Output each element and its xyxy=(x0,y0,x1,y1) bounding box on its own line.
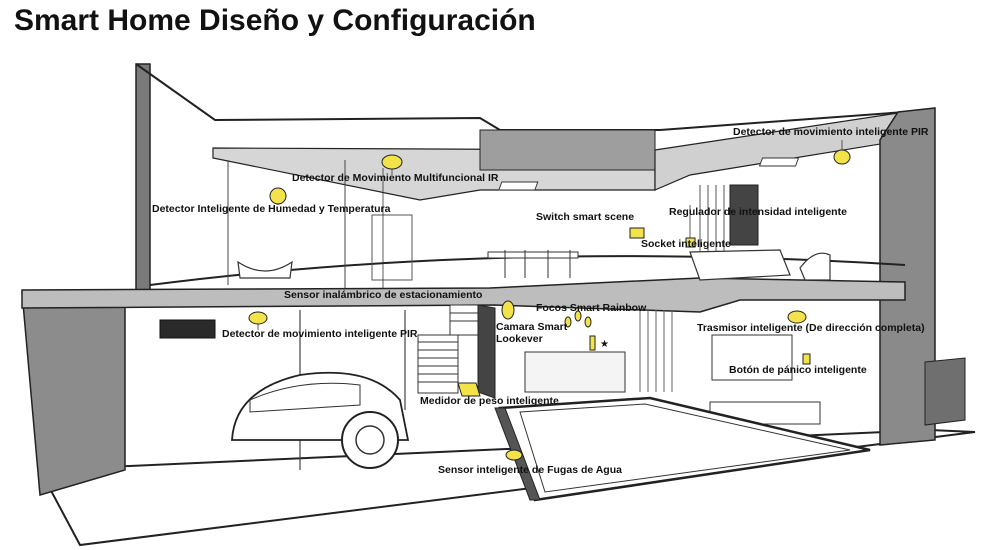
label-pir-top: Detector de movimiento inteligente PIR xyxy=(733,126,929,138)
dining-table xyxy=(487,251,579,259)
right-small-block xyxy=(924,357,966,426)
right-wall xyxy=(879,107,936,446)
ir-multi-sensor-icon xyxy=(381,154,403,170)
staircase xyxy=(417,304,481,394)
thermostat-icon xyxy=(589,335,596,351)
middle-floor-slab xyxy=(21,277,906,313)
tv-wall xyxy=(711,334,793,381)
water-leak-sensor-icon xyxy=(505,449,523,461)
pir-garage-sensor-icon xyxy=(248,311,268,325)
pool-inner xyxy=(519,403,851,493)
label-camera: Camara Smart Lookever xyxy=(496,321,568,345)
label-transmitter: Trasmisor inteligente (De dirección comp… xyxy=(697,322,925,334)
stair-dark-wall xyxy=(477,304,496,399)
label-rainbow-bulbs: Focos Smart Rainbow xyxy=(536,302,647,314)
switch-scene-icon xyxy=(629,227,645,239)
car-window xyxy=(249,382,361,413)
socket-icon xyxy=(685,237,696,248)
armchair xyxy=(799,252,831,281)
sofa xyxy=(689,249,791,281)
label-pir-garage: Detector de movimiento inteligente PIR xyxy=(222,328,418,340)
bathtub xyxy=(237,260,293,279)
roof-line xyxy=(135,63,906,131)
rainbow-bulb-3-icon xyxy=(584,316,592,328)
label-ir-multi: Detector de Movimiento Multifuncional IR xyxy=(292,172,499,184)
lower-slats xyxy=(639,310,673,392)
transmitter-icon xyxy=(787,310,807,324)
rainbow-bulb-2-icon xyxy=(574,310,582,322)
ceiling-panel-1 xyxy=(498,181,539,191)
weight-scale-icon xyxy=(457,382,481,397)
label-panic-button: Botón de pánico inteligente xyxy=(729,364,867,376)
humidity-sensor-icon xyxy=(269,187,287,205)
pir-top-sensor-icon xyxy=(833,149,851,165)
panic-button-icon xyxy=(802,353,811,365)
left-back-wall xyxy=(135,63,151,291)
label-humidity-temp: Detector Inteligente de Humedad y Temper… xyxy=(152,203,391,215)
right-ceiling xyxy=(654,111,906,191)
garage-dark-panel xyxy=(159,319,216,339)
label-switch-scene: Switch smart scene xyxy=(536,211,635,223)
ceiling-panel-2 xyxy=(758,157,800,167)
kitchen-island xyxy=(524,351,626,393)
garage-side-wall xyxy=(21,291,126,496)
ceiling-dark-patch xyxy=(479,129,656,171)
label-water-leak: Sensor inteligente de Fugas de Agua xyxy=(438,464,622,476)
label-dimmer: Regulador de intensidad inteligente xyxy=(669,206,847,218)
bedroom-door xyxy=(371,214,413,281)
label-socket: Socket inteligente xyxy=(641,238,731,250)
label-parking: Sensor inalámbrico de estacionamiento xyxy=(284,289,483,301)
page-title: Smart Home Diseño y Configuración xyxy=(14,4,536,37)
rainbow-bulb-1-icon xyxy=(564,316,572,328)
camera-icon xyxy=(501,300,515,320)
label-weight: Medidor de peso inteligente xyxy=(420,395,559,407)
sensor-devices xyxy=(248,149,851,461)
upper-dark-column xyxy=(729,184,759,246)
star-icon: ★ xyxy=(600,339,609,350)
